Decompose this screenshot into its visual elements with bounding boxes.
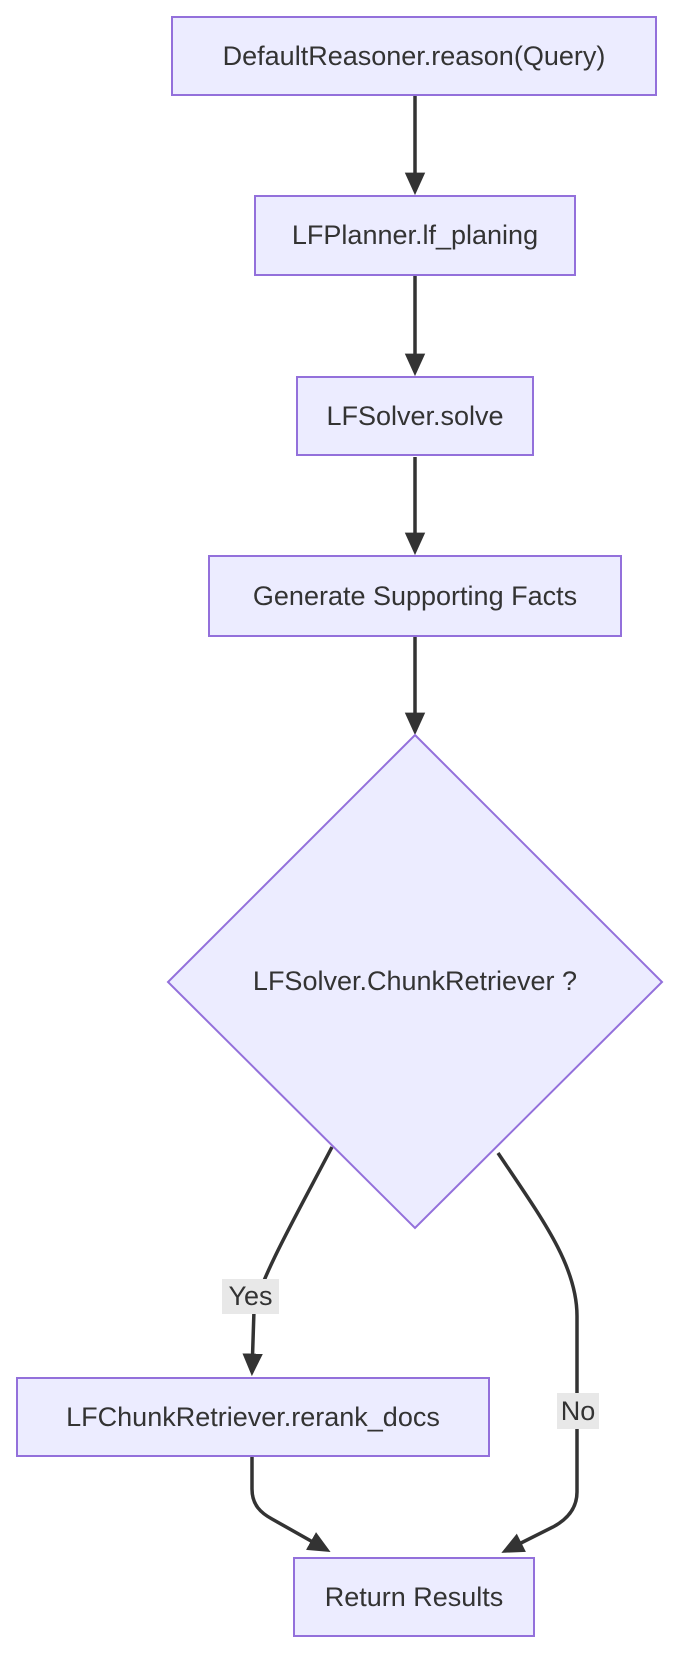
node-return-results: Return Results	[293, 1557, 535, 1637]
node-generate-supporting-facts: Generate Supporting Facts	[208, 555, 622, 637]
edge-rerank-to-return	[250, 1457, 331, 1553]
decision-diamond-shape	[166, 733, 664, 1230]
edge-label-no: No	[557, 1393, 599, 1429]
edge-label-yes: Yes	[222, 1279, 279, 1314]
node-lfsolver-solve: LFSolver.solve	[296, 376, 534, 456]
node-lfsolver-chunkretriever-decision: LFSolver.ChunkRetriever ?	[252, 966, 578, 996]
node-lfchunkretriever-rerank-docs: LFChunkRetriever.rerank_docs	[16, 1377, 490, 1457]
node-lfplanner-lf-planing: LFPlanner.lf_planing	[254, 195, 576, 276]
node-default-reasoner-reason: DefaultReasoner.reason(Query)	[171, 16, 657, 96]
